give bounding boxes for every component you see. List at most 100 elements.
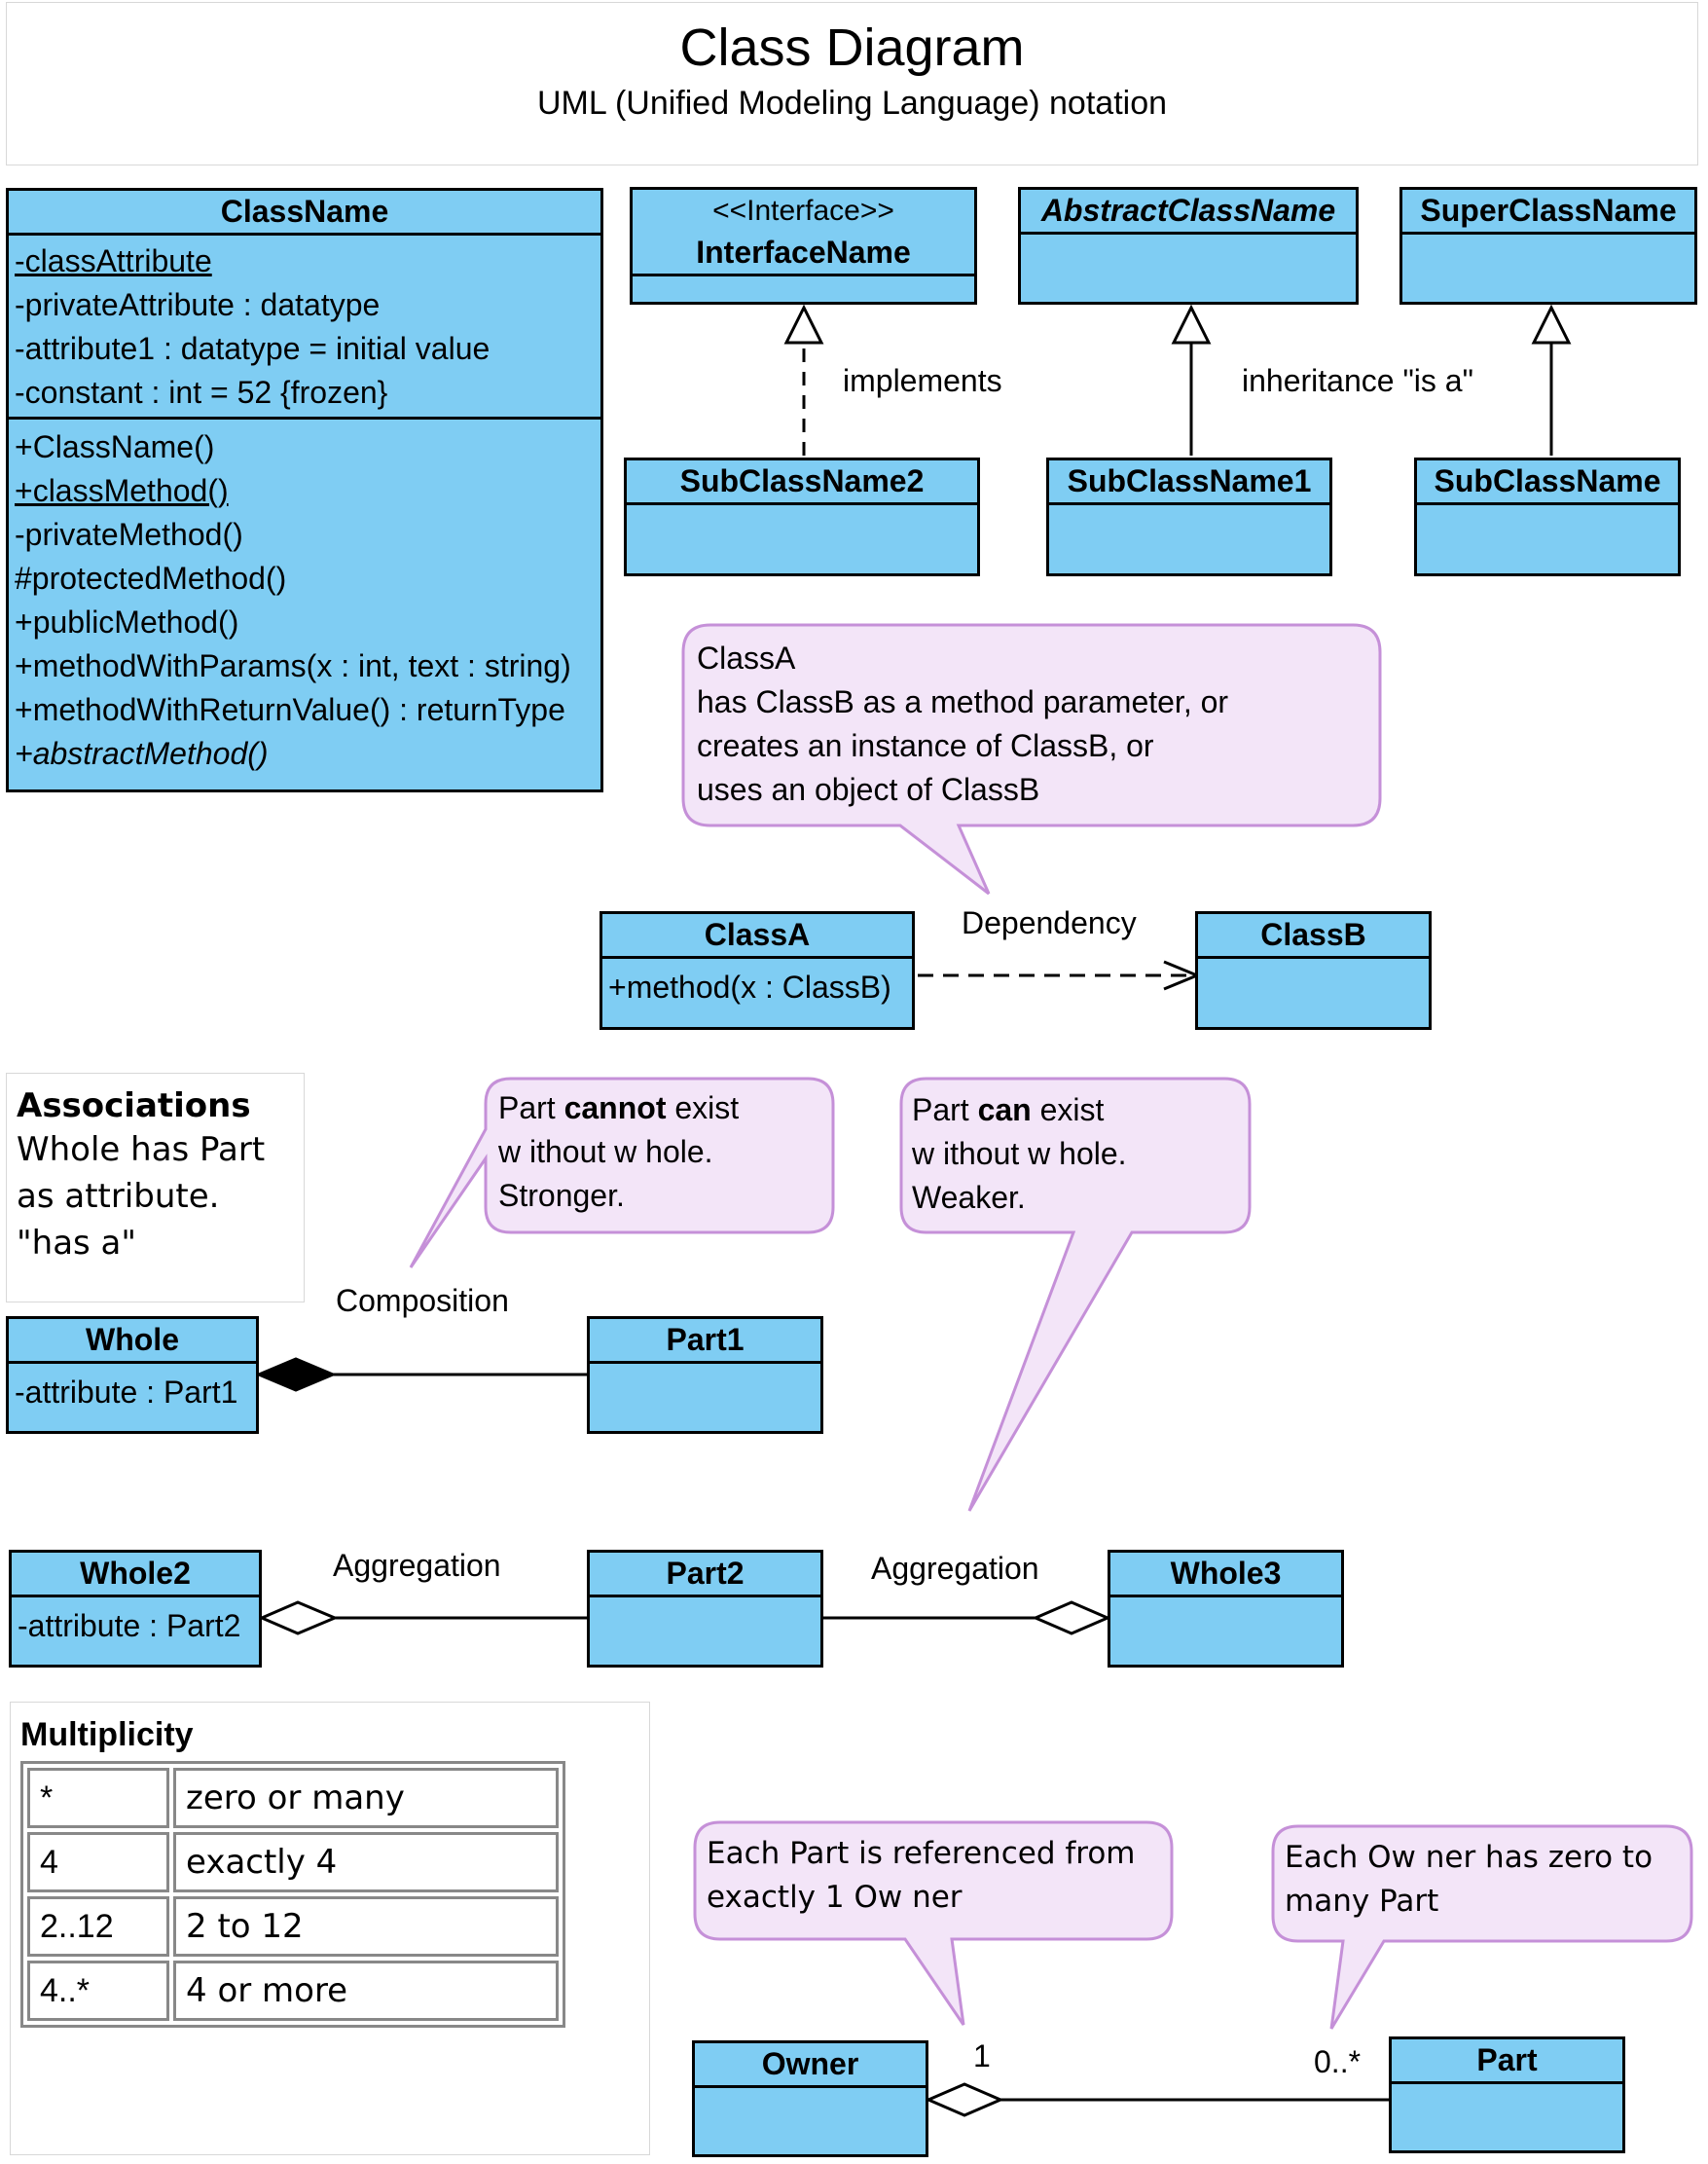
note-text: exist — [666, 1090, 740, 1125]
associations-line: Whole has Part — [17, 1130, 266, 1169]
associations-line: "has a" — [17, 1224, 137, 1263]
whole2-name: Whole2 — [12, 1553, 259, 1597]
note-composition-shape — [409, 1077, 835, 1268]
part1-name: Part1 — [590, 1319, 820, 1364]
page-title: Class Diagram — [679, 18, 1025, 77]
note-text: exist — [1031, 1092, 1105, 1127]
note-owner-shape — [693, 1820, 1174, 2026]
note-owner: Each Part is referenced from exactly 1 O… — [707, 1832, 1136, 1920]
note-dependency-line: uses an object of ClassB — [697, 772, 1040, 807]
note-aggregation-line3: Weaker. — [912, 1180, 1026, 1215]
super-class-name: SuperClassName — [1402, 190, 1694, 235]
whole3-name: Whole3 — [1110, 1553, 1341, 1597]
class-whole: Whole -attribute : Part1 — [6, 1316, 259, 1434]
constant-attribute: -constant : int = 52 {frozen} — [15, 375, 388, 410]
multiplicity-many-label: 0..* — [1314, 2044, 1362, 2079]
note-aggregation-shape — [899, 1077, 1252, 1512]
private-attribute: -privateAttribute : datatype — [15, 287, 381, 322]
dependency-arrow — [918, 960, 1201, 991]
implements-arrow — [783, 304, 824, 456]
inheritance-arrow-1 — [1171, 304, 1212, 456]
multiplicity-meaning: 2 to 12 — [173, 1896, 559, 1957]
table-row: * zero or many — [27, 1768, 559, 1828]
private-method: -privateMethod() — [15, 517, 243, 552]
note-aggregation-line1: Part can exist — [912, 1088, 1127, 1132]
note-dependency-line: ClassA — [697, 641, 796, 676]
note-text: Part — [912, 1092, 978, 1127]
public-method: +publicMethod() — [15, 605, 239, 640]
note-aggregation: Part can exist w ithout w hole. Weaker. — [912, 1088, 1127, 1220]
note-aggregation-line2: w ithout w hole. — [912, 1136, 1127, 1171]
note-part-line: Each Ow ner has zero to — [1285, 1840, 1653, 1875]
aggregation-left-line — [258, 1600, 587, 1635]
class-part1: Part1 — [587, 1316, 823, 1434]
sub-class1-name: SubClassName1 — [1049, 460, 1329, 505]
composition-label: Composition — [336, 1283, 509, 1318]
class-main-name: ClassName — [9, 191, 600, 236]
class-main-attributes: -classAttribute -privateAttribute : data… — [9, 236, 600, 420]
constructor-method: +ClassName() — [15, 429, 215, 464]
note-part: Each Ow ner has zero to many Part — [1285, 1836, 1653, 1924]
class-attribute: -classAttribute — [15, 243, 212, 278]
title-frame: Class Diagram UML (Unified Modeling Lang… — [6, 2, 1698, 165]
multiplicity-symbol: 4 — [27, 1832, 169, 1892]
multiplicity-symbol: 4..* — [27, 1961, 169, 2021]
class-main-methods: +ClassName() +classMethod() -privateMeth… — [9, 420, 600, 776]
class-b: ClassB — [1195, 911, 1432, 1030]
note-dependency-shape — [681, 623, 1382, 896]
inheritance-label: inheritance "is a" — [1242, 363, 1473, 398]
class-whole3: Whole3 — [1108, 1550, 1344, 1668]
whole2-attribute: -attribute : Part2 — [18, 1608, 241, 1643]
table-row: 4..* 4 or more — [27, 1961, 559, 2021]
multiplicity-frame: Multiplicity * zero or many 4 exactly 4 … — [10, 1702, 650, 2155]
interface-name: InterfaceName — [696, 235, 911, 270]
class-main: ClassName -classAttribute -privateAttrib… — [6, 188, 603, 792]
sub-class-name: SubClassName — [1417, 460, 1678, 505]
note-dependency-line: creates an instance of ClassB, or — [697, 728, 1154, 763]
note-part-line: many Part — [1285, 1884, 1439, 1919]
class-part: Part — [1389, 2036, 1625, 2153]
note-emphasis: can — [977, 1092, 1032, 1127]
multiplicity-table: * zero or many 4 exactly 4 2..12 2 to 12… — [20, 1761, 565, 2028]
note-emphasis: cannot — [563, 1090, 667, 1125]
implements-label: implements — [843, 363, 1002, 398]
multiplicity-symbol: 2..12 — [27, 1896, 169, 1957]
inheritance-arrow-2 — [1531, 304, 1572, 456]
multiplicity-one-label: 1 — [973, 2038, 991, 2073]
dependency-label: Dependency — [962, 905, 1137, 940]
class-sub1: SubClassName1 — [1046, 458, 1332, 576]
note-owner-line: Each Part is referenced from — [707, 1836, 1136, 1871]
abstract-class-name: AbstractClassName — [1021, 190, 1356, 235]
note-dependency-line: has ClassB as a method parameter, or — [697, 684, 1229, 719]
class-a: ClassA +method(x : ClassB) — [600, 911, 915, 1030]
note-owner-line: exactly 1 Ow ner — [707, 1880, 963, 1915]
note-composition: Part cannot exist w ithout w hole. Stron… — [498, 1086, 739, 1218]
multiplicity-meaning: 4 or more — [173, 1961, 559, 2021]
class-interface: <<Interface>> InterfaceName — [630, 187, 977, 305]
associations-heading: Associations — [17, 1086, 251, 1125]
page-subtitle: UML (Unified Modeling Language) notation — [536, 85, 1168, 122]
note-composition-line1: Part cannot exist — [498, 1086, 739, 1130]
whole-attribute: -attribute : Part1 — [15, 1375, 238, 1410]
part2-name: Part2 — [590, 1553, 820, 1597]
note-composition-line3: Stronger. — [498, 1178, 625, 1213]
associations-frame: Associations Whole has Part as attribute… — [6, 1073, 305, 1302]
class-super: SuperClassName — [1399, 187, 1697, 305]
composition-line — [255, 1357, 587, 1392]
class-sub: SubClassName — [1414, 458, 1681, 576]
note-composition-line2: w ithout w hole. — [498, 1134, 713, 1169]
protected-method: #protectedMethod() — [15, 561, 287, 596]
abstract-method: +abstractMethod() — [15, 736, 269, 771]
aggregation-right-label: Aggregation — [871, 1551, 1039, 1586]
note-dependency: ClassA has ClassB as a method parameter,… — [697, 637, 1228, 812]
multiplicity-meaning: zero or many — [173, 1768, 559, 1828]
multiplicity-meaning: exactly 4 — [173, 1832, 559, 1892]
method-with-return: +methodWithReturnValue() : returnType — [15, 692, 565, 727]
owner-name: Owner — [695, 2043, 926, 2088]
note-part-shape — [1271, 1824, 1693, 2030]
note-text: Part — [498, 1090, 564, 1125]
table-row: 4 exactly 4 — [27, 1832, 559, 1892]
interface-stereotype: <<Interface>> — [712, 195, 894, 227]
associations-line: as attribute. — [17, 1177, 220, 1216]
part-name: Part — [1392, 2039, 1622, 2084]
